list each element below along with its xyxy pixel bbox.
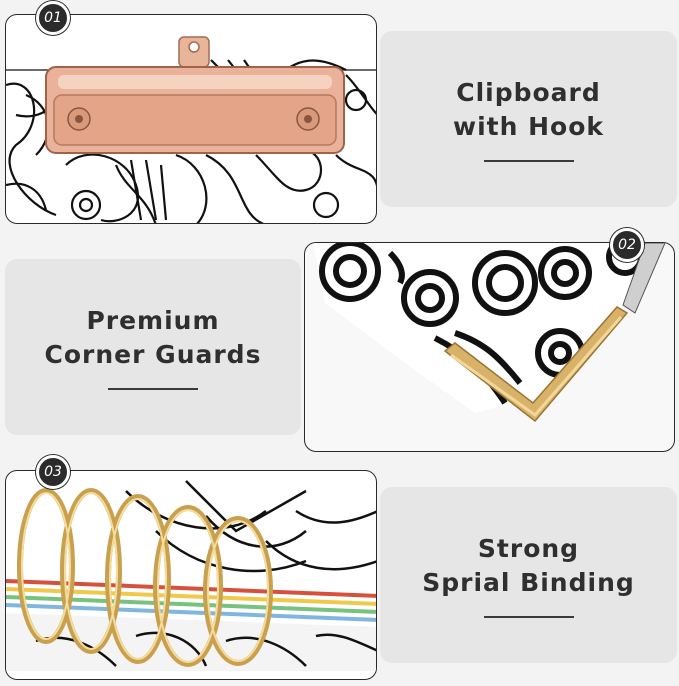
feature-underline — [483, 616, 574, 618]
feature-number-badge-02: 02 — [610, 228, 644, 262]
feature-number-badge-01: 01 — [36, 1, 70, 35]
spiral-binding-image — [5, 470, 377, 680]
feature-panel-spiral-binding: Strong Sprial Binding — [380, 487, 677, 663]
feature-panel-corner-guards: Premium Corner Guards — [5, 259, 301, 435]
clipboard-hook-image — [5, 14, 377, 224]
corner-guard-illustration — [313, 243, 666, 423]
clipboard-illustration — [6, 36, 376, 223]
spiral-binding-illustration — [6, 480, 376, 671]
feature-title-clipboard: Clipboard with Hook — [452, 78, 605, 141]
feature-underline — [483, 160, 574, 162]
feature-title-spiral-binding: Strong Sprial Binding — [422, 534, 635, 597]
feature-panel-clipboard: Clipboard with Hook — [380, 31, 677, 207]
feature-title-corner-guards: Premium Corner Guards — [44, 306, 262, 369]
corner-guard-image — [304, 242, 675, 452]
feature-underline — [108, 388, 198, 390]
feature-number-badge-03: 03 — [36, 455, 70, 489]
